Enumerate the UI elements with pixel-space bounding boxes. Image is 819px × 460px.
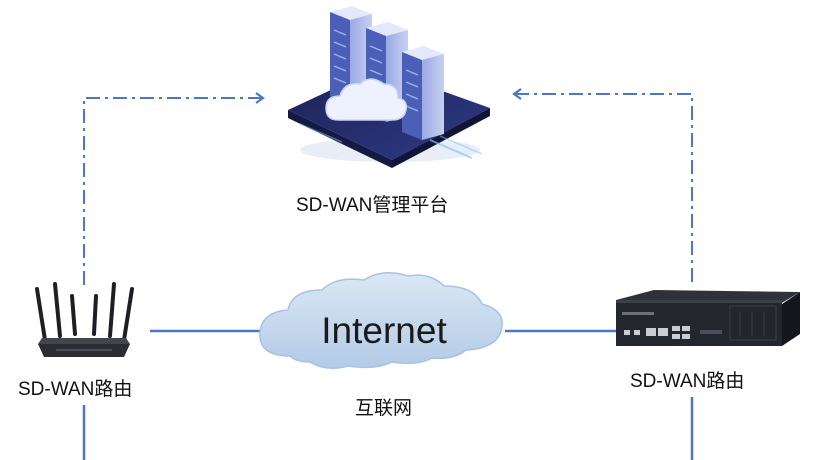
internet-cloud-text: Internet	[321, 310, 447, 351]
management-link-right	[512, 88, 693, 282]
platform-label: SD-WAN管理平台	[296, 195, 449, 216]
management-link-left	[83, 92, 265, 285]
internet-label: 互联网	[355, 398, 413, 419]
internet-cloud-icon	[259, 272, 503, 369]
rack-router-icon	[616, 290, 800, 346]
right-router-label: SD-WAN路由	[630, 371, 745, 392]
server-unit	[402, 46, 444, 140]
platform-cloud-icon	[325, 78, 408, 121]
wifi-router-icon	[35, 282, 134, 357]
left-router-label: SD-WAN路由	[18, 379, 133, 400]
server-cluster-icon	[288, 6, 490, 168]
